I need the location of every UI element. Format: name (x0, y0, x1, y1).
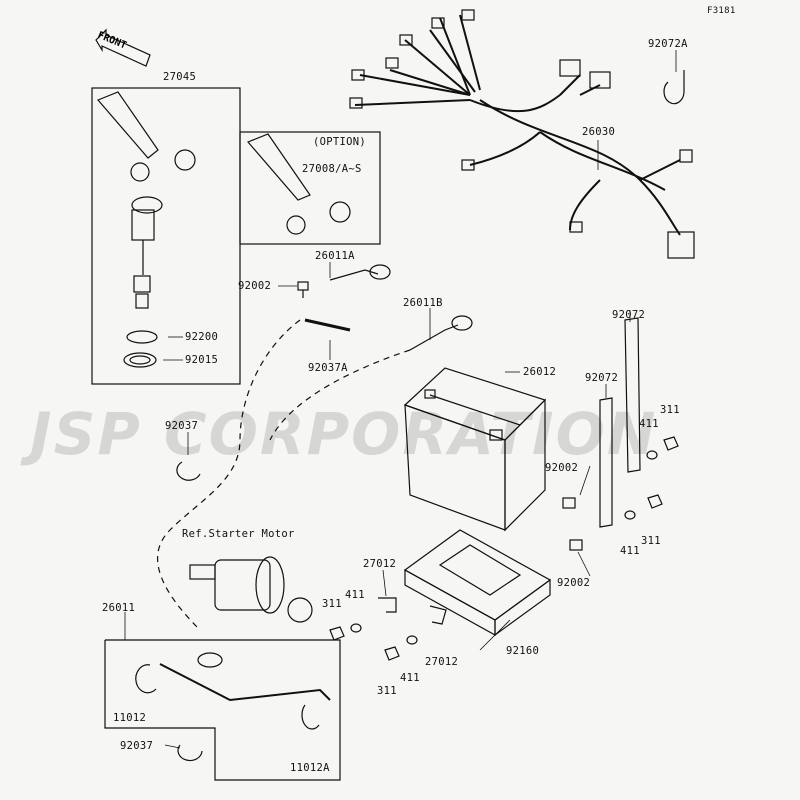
part-label-27012-upper: 27012 (363, 558, 397, 570)
starter-motor-icon (189, 556, 313, 623)
part-label-311-right: 311 (641, 535, 661, 547)
part-label-92037A: 92037A (308, 362, 348, 374)
part-label-411-right: 411 (620, 545, 640, 557)
part-label-311-upper: 311 (660, 404, 680, 416)
key-fob-icon (96, 91, 159, 159)
hold-down-strap-icon (599, 317, 641, 528)
part-label-92002-mid: 92002 (545, 462, 579, 474)
clamp-92072A-icon (663, 70, 685, 105)
part-label-11012: 11012 (113, 712, 147, 724)
front-arrow-icon (95, 28, 151, 67)
part-label-92160: 92160 (506, 645, 540, 657)
bolt-92002-icon (562, 497, 576, 509)
clamp-92037-lower-icon (177, 744, 203, 762)
part-label-27008: 27008/A~S (302, 163, 362, 175)
cable-26011A-icon (329, 269, 379, 281)
part-label-92072-lower: 92072 (585, 372, 619, 384)
ignition-switch-icon (131, 196, 163, 214)
part-label-92037-lower: 92037 (120, 740, 154, 752)
part-label-27045: 27045 (163, 71, 197, 83)
nut-92015-icon (123, 352, 157, 368)
option-group-box (239, 131, 381, 245)
part-label-92015: 92015 (185, 354, 219, 366)
part-label-411-upper: 411 (639, 418, 659, 430)
part-label-92037-upper: 92037 (165, 420, 199, 432)
battery-tray-icon (403, 529, 552, 637)
part-label-26011B: 26011B (403, 297, 443, 309)
clamp-92037-icon (176, 461, 201, 481)
part-label-411-lower: 411 (400, 672, 420, 684)
part-label-311-lower: 311 (377, 685, 397, 697)
terminal-11012-icon (135, 664, 157, 694)
terminal-11012A-icon (301, 704, 320, 730)
harness-connector-icon (667, 231, 695, 259)
part-label-27012-lower: 27012 (425, 656, 459, 668)
key-cap-icon (174, 149, 196, 171)
part-label-11012A: 11012A (290, 762, 330, 774)
cable-26011B-icon (451, 315, 473, 331)
part-label-92200: 92200 (185, 331, 219, 343)
part-label-92002-lower: 92002 (557, 577, 591, 589)
bracket-27012-icon (378, 597, 397, 613)
part-label-92072A: 92072A (648, 38, 688, 50)
option-key-fob-icon (246, 133, 311, 201)
option-label: (OPTION) (313, 136, 366, 148)
ref-starter-motor-label: Ref.Starter Motor (182, 528, 295, 540)
part-label-26030: 26030 (582, 126, 616, 138)
watermark-text: JSP CORPORATION (30, 400, 658, 468)
nut-311-icon (663, 436, 679, 451)
figure-code: F3181 (707, 6, 736, 16)
battery-icon (403, 367, 547, 532)
part-label-411-mid: 411 (345, 589, 365, 601)
cable-26011-icon (159, 663, 331, 702)
part-label-92072-upper: 92072 (612, 309, 646, 321)
part-label-26012: 26012 (523, 366, 557, 378)
washer-92200-icon (126, 330, 158, 344)
part-label-26011: 26011 (102, 602, 136, 614)
cable-route-dashed (157, 319, 301, 631)
part-label-311-mid: 311 (322, 598, 342, 610)
wire-harness-icon (354, 14, 681, 236)
part-label-26011A: 26011A (315, 250, 355, 262)
cable-26011-group-box (104, 639, 341, 781)
part-label-92002-upper: 92002 (238, 280, 272, 292)
